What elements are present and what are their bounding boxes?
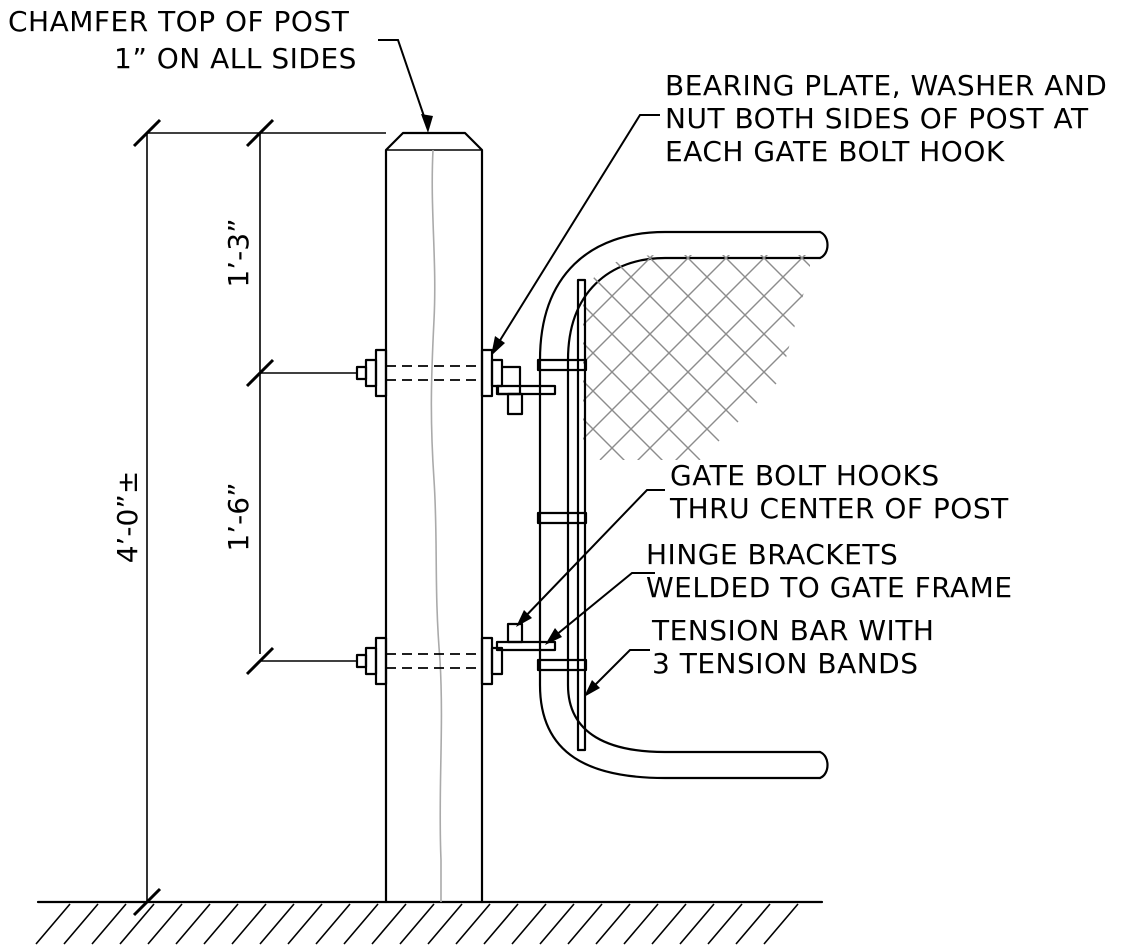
mesh-wire — [583, 255, 810, 371]
ground-hatch-line — [343, 903, 379, 945]
note-chamfer-line2: 1” ON ALL SIDES — [114, 42, 357, 75]
ground-hatch-line — [763, 903, 799, 945]
mesh-wire — [583, 255, 810, 460]
ground-hatch-line — [175, 903, 211, 945]
wood-post — [384, 131, 484, 904]
dim-total-height: 4’-0”± — [111, 471, 144, 564]
tension-bands — [536, 358, 588, 672]
mesh-wire — [583, 255, 810, 460]
ground-hatch-line — [399, 903, 435, 945]
ground-hatch-line — [147, 903, 183, 945]
upper-gate-bolt-hook — [355, 348, 557, 416]
ground-hatch-line — [735, 903, 771, 945]
ground-hatch-line — [567, 903, 603, 945]
mesh-wire — [583, 255, 810, 460]
note-bearing-line2: NUT BOTH SIDES OF POST AT — [665, 102, 1089, 135]
dim-top-to-upper-bolt: 1’-3” — [222, 218, 255, 287]
ground-hatch-line — [623, 903, 659, 945]
mesh-wire — [583, 255, 810, 460]
note-tension-line1: TENSION BAR WITH — [651, 614, 934, 647]
ground-hatching — [35, 900, 824, 945]
note-bearing-line3: EACH GATE BOLT HOOK — [665, 135, 1005, 168]
note-hinge-line2: WELDED TO GATE FRAME — [646, 571, 1013, 604]
mesh-wire — [583, 255, 810, 409]
note-tension-line2: 3 TENSION BANDS — [652, 647, 919, 680]
note-hinge-line1: HINGE BRACKETS — [646, 538, 898, 571]
dimension-lines — [132, 118, 386, 917]
mesh-wire — [583, 255, 810, 460]
ground-hatch-line — [483, 903, 519, 945]
dim-upper-to-lower-bolt: 1’-6” — [222, 482, 255, 551]
post-wood-grain — [430, 149, 443, 902]
note-bearing-line1: BEARING PLATE, WASHER AND — [665, 69, 1107, 102]
mesh-wire — [583, 255, 810, 357]
leader-lines — [378, 39, 665, 697]
note-hooks-line2: THRU CENTER OF POST — [669, 492, 1009, 525]
ground-hatch-line — [203, 903, 239, 945]
mesh-wire — [583, 255, 810, 460]
ground-hatch-line — [119, 903, 155, 945]
mesh-wire — [583, 255, 810, 460]
mesh-wire — [583, 255, 810, 395]
ground-hatch-line — [539, 903, 575, 945]
ground-hatch-line — [511, 903, 547, 945]
ground-hatch-line — [231, 903, 267, 945]
mesh-wire — [500, 0, 900, 66]
ground-hatch-line — [427, 903, 463, 945]
mesh-wire — [583, 255, 810, 460]
ground-hatch-line — [35, 903, 71, 945]
ground-hatch-line — [63, 903, 99, 945]
mesh-wire — [583, 255, 810, 460]
ground-hatch-line — [651, 903, 687, 945]
note-chamfer-line1: CHAMFER TOP OF POST — [8, 5, 350, 38]
mesh-wire — [500, 0, 900, 14]
lower-gate-bolt-hook — [355, 622, 557, 686]
note-hooks-line1: GATE BOLT HOOKS — [670, 459, 940, 492]
ground-hatch-line — [455, 903, 491, 945]
mesh-wire — [583, 255, 810, 460]
ground-hatch-line — [259, 903, 295, 945]
ground-hatch-line — [595, 903, 631, 945]
chain-link-fabric — [500, 0, 900, 460]
ground-hatch-line — [287, 903, 323, 945]
ground-hatch-line — [371, 903, 407, 945]
mesh-wire — [500, 0, 900, 28]
ground-hatch-line — [91, 903, 127, 945]
tension-bar — [576, 278, 587, 752]
ground-hatch-line — [679, 903, 715, 945]
ground-hatch-line — [315, 903, 351, 945]
mesh-wire — [500, 0, 900, 52]
ground-hatch-line — [707, 903, 743, 945]
